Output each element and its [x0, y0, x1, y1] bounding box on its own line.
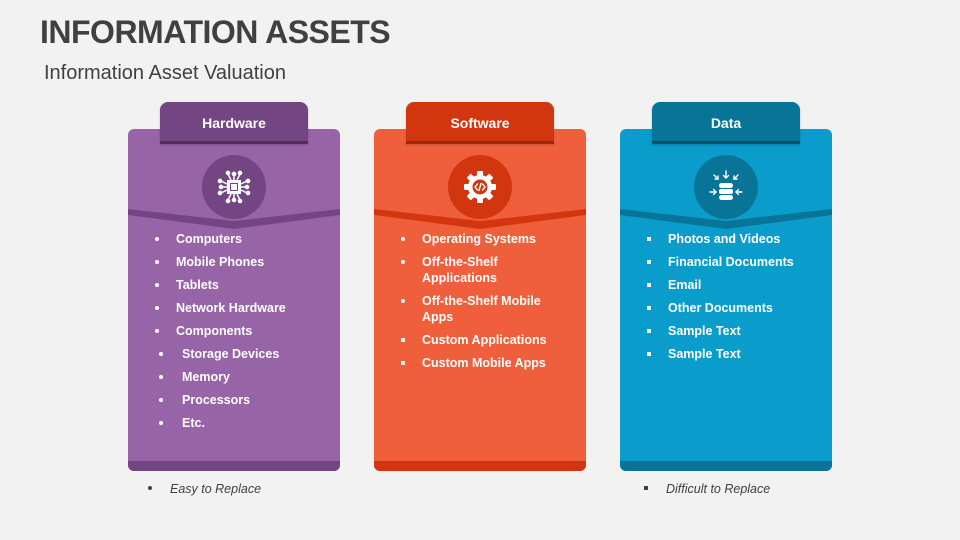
tab-label: Software: [450, 115, 510, 131]
software-icon-circle: [448, 155, 512, 219]
sub-list-item: Memory: [159, 369, 322, 385]
footer-easy-to-replace: Easy to Replace: [148, 482, 261, 496]
bullet-icon: [148, 485, 152, 490]
divider-band: [620, 209, 832, 229]
card-software: Operating Systems Off-the-Shelf Applicat…: [374, 129, 586, 471]
tab-label: Hardware: [202, 115, 266, 131]
list-item: Custom Mobile Apps: [401, 355, 562, 371]
data-list: Photos and Videos Financial Documents Em…: [620, 231, 832, 369]
list-item: Computers: [155, 231, 316, 247]
list-item: Photos and Videos: [647, 231, 808, 247]
tab-data: Data: [652, 102, 800, 144]
tab-software: Software: [406, 102, 554, 144]
sub-list-item: Etc.: [159, 415, 322, 431]
footer-difficult-to-replace: Difficult to Replace: [644, 482, 770, 496]
list-item: Financial Documents: [647, 254, 808, 270]
card-bottom-bar: [374, 461, 586, 471]
cpu-chip-icon: [217, 170, 251, 204]
gear-code-icon: [464, 171, 496, 203]
divider-band: [374, 209, 586, 229]
list-item: Other Documents: [647, 300, 808, 316]
bullet-icon: [644, 485, 648, 490]
page-title: INFORMATION ASSETS: [40, 14, 391, 50]
list-item: Sample Text: [647, 323, 808, 339]
list-item: Operating Systems: [401, 231, 562, 247]
list-item: Off-the-Shelf Applications: [401, 254, 562, 286]
list-item: Email: [647, 277, 808, 293]
card-data: Photos and Videos Financial Documents Em…: [620, 129, 832, 471]
sub-list-item: Storage Devices: [159, 346, 322, 362]
card-bottom-bar: [128, 461, 340, 471]
list-item: Custom Applications: [401, 332, 562, 348]
list-item: Components: [155, 323, 316, 339]
card-hardware: Computers Mobile Phones Tablets Network …: [128, 129, 340, 471]
software-list: Operating Systems Off-the-Shelf Applicat…: [374, 231, 586, 378]
hardware-list: Computers Mobile Phones Tablets Network …: [128, 231, 340, 438]
hardware-icon-circle: [202, 155, 266, 219]
divider-band: [128, 209, 340, 229]
list-item: Network Hardware: [155, 300, 316, 316]
page-subtitle: Information Asset Valuation: [44, 62, 286, 84]
sub-list-item: Processors: [159, 392, 322, 408]
list-item: Sample Text: [647, 346, 808, 362]
tab-label: Data: [710, 115, 742, 131]
list-item: Mobile Phones: [155, 254, 316, 270]
card-bottom-bar: [620, 461, 832, 471]
tab-hardware: Hardware: [160, 102, 308, 144]
database-icon: [709, 170, 743, 200]
list-item: Tablets: [155, 277, 316, 293]
list-item: Off-the-Shelf Mobile Apps: [401, 293, 562, 325]
data-icon-circle: [694, 155, 758, 219]
